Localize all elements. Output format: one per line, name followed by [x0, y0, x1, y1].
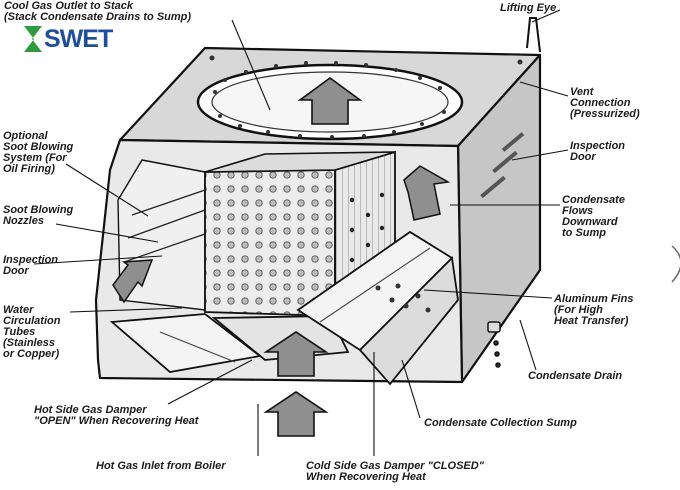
label-soot-blowing-nozzles: Soot Blowing Nozzles — [3, 204, 74, 227]
label-cool-gas-outlet: Cool Gas Outlet to Stack — [4, 0, 133, 12]
label-vent-connection: Vent Connection (Pressurized) — [570, 86, 640, 120]
label-inspection-door-right: Inspection Door — [570, 140, 626, 163]
label-cool-gas-outlet-sub: (Stack Condensate Drains to Sump) — [4, 11, 192, 23]
dampers — [109, 230, 459, 386]
collar-bolts — [209, 55, 523, 139]
condensate-droplets — [375, 283, 431, 313]
label-aluminum-fins: Aluminum Fins (For High Heat Transfer) — [554, 293, 634, 327]
label-condensate-sump: Condensate Collection Sump — [424, 417, 577, 429]
outlet-flow-arrow — [297, 77, 363, 125]
inlet-arrow-upper — [263, 331, 329, 377]
label-hot-gas-inlet: Hot Gas Inlet from Boiler — [96, 460, 226, 472]
condensate-drain — [487, 321, 501, 368]
brand-logo: SWET — [24, 26, 126, 52]
lifting-eye — [526, 17, 541, 53]
right-face-ports — [480, 132, 525, 199]
logo-text: SWET — [44, 25, 113, 53]
label-hot-side-damper: Hot Side Gas Damper "OPEN" When Recoveri… — [34, 404, 199, 427]
label-condensate-drain: Condensate Drain — [528, 370, 623, 382]
label-cold-side-damper: Cold Side Gas Damper "CLOSED" When Recov… — [306, 460, 484, 483]
edge-arc — [671, 245, 680, 283]
label-optional-soot-blowing: Optional Soot Blowing System (For Oil Fi… — [3, 130, 74, 175]
inlet-arrow-lower — [263, 391, 329, 437]
label-inspection-door-left: Inspection Door — [3, 254, 59, 277]
label-water-circulation-tubes: Water Circulation Tubes (Stainless or Co… — [3, 304, 61, 360]
label-lifting-eye: Lifting Eye — [500, 2, 557, 14]
label-condensate-flows: Condensate Flows Downward to Sump — [562, 194, 625, 239]
right-flow-arrow — [403, 165, 451, 221]
logo-mark-icon — [24, 26, 42, 52]
leader-lines — [33, 9, 569, 456]
left-flow-arrow — [112, 259, 154, 304]
